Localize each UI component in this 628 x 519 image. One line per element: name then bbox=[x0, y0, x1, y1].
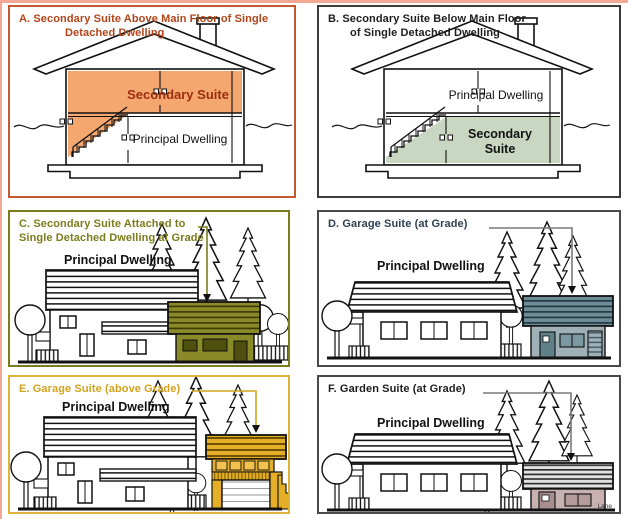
deciduous-tree bbox=[321, 453, 353, 512]
suite-roof bbox=[167, 301, 261, 335]
suite-window bbox=[202, 338, 228, 352]
suite-window bbox=[229, 460, 242, 471]
panel-b-illustration: Principal Dwelling Secondary Suite bbox=[331, 17, 611, 179]
panel-b-title-line2: of Single Detached Dwelling bbox=[350, 27, 500, 40]
principal-dwelling-label: Principal Dwelling bbox=[377, 416, 485, 430]
panel-a-title-line1: A. Secondary Suite Above Main Floor of S… bbox=[19, 13, 269, 25]
door-window bbox=[542, 335, 550, 343]
arrow-icon bbox=[252, 425, 260, 433]
panel-d-title-text: D. Garage Suite (at Grade) bbox=[328, 218, 468, 230]
garage-side bbox=[211, 479, 223, 510]
principal-dwelling-elevation bbox=[346, 281, 518, 359]
suite-window bbox=[243, 460, 256, 471]
panel-c-title: C. Secondary Suite Attached to Single De… bbox=[19, 217, 285, 246]
panel-d-garage-suite-at-grade: D. Garage Suite (at Grade) Principal Dwe… bbox=[317, 210, 621, 367]
leader-line bbox=[483, 392, 572, 453]
garage-suite-above bbox=[205, 434, 288, 510]
hatch-band bbox=[211, 471, 275, 481]
secondary-suite-label-line1: Secondary bbox=[468, 127, 532, 141]
secondary-suite-area bbox=[386, 117, 560, 163]
suite-window bbox=[182, 339, 198, 352]
principal-dwelling-label: Principal Dwelling bbox=[449, 88, 544, 102]
panel-e-garage-suite-above-grade: E. Garage Suite (above Grade) bbox=[8, 375, 290, 514]
principal-dwelling-elevation bbox=[346, 433, 518, 511]
panel-f-title: F. Garden Suite (at Grade) bbox=[328, 382, 616, 396]
garage-slats bbox=[587, 330, 603, 359]
panel-b-title: B. Secondary Suite Below Main Floor of S… bbox=[328, 12, 616, 41]
top-edge-strip bbox=[0, 0, 628, 3]
panel-f-garden-suite-at-grade: F. Garden Suite (at Grade) Principal Dwe… bbox=[317, 375, 621, 514]
principal-dwelling-label: Principal Dwelling bbox=[62, 400, 170, 414]
left-edge-strip bbox=[0, 0, 2, 519]
panel-f-title-text: F. Garden Suite (at Grade) bbox=[328, 383, 466, 395]
panel-c-title-line2: Single Detached Dwelling at Grade bbox=[19, 232, 204, 245]
panel-f-illustration: Principal Dwelling Lane bbox=[321, 380, 615, 512]
lane-label: Lane bbox=[598, 503, 613, 510]
panel-b-title-line1: B. Secondary Suite Below Main Floor bbox=[328, 13, 526, 25]
garage-roof bbox=[522, 295, 614, 327]
leader-line bbox=[192, 390, 257, 425]
attached-suite bbox=[167, 301, 261, 363]
leader-line bbox=[198, 226, 208, 294]
arrow-icon bbox=[568, 286, 576, 294]
garage-door bbox=[221, 479, 271, 510]
panel-e-title: E. Garage Suite (above Grade) bbox=[19, 382, 285, 396]
arrow-icon bbox=[567, 453, 575, 461]
suite-window bbox=[257, 460, 270, 471]
secondary-suite-label: Secondary Suite bbox=[127, 87, 229, 102]
garden-suite bbox=[522, 462, 614, 511]
garage-suite bbox=[522, 295, 614, 359]
principal-dwelling-label: Principal Dwelling bbox=[377, 259, 485, 273]
principal-dwelling-label: Principal Dwelling bbox=[133, 132, 228, 146]
panel-e-title-text: E. Garage Suite (above Grade) bbox=[19, 383, 181, 395]
panel-a-suite-above-main-floor: A. Secondary Suite Above Main Floor of S… bbox=[8, 5, 296, 198]
arrow-icon bbox=[203, 294, 211, 302]
deciduous-tree bbox=[321, 300, 353, 359]
exterior-stairs bbox=[277, 474, 288, 510]
principal-dwelling-label: Principal Dwelling bbox=[64, 253, 172, 267]
suite-window bbox=[215, 460, 228, 471]
leader-line bbox=[489, 227, 573, 286]
suite-door bbox=[233, 340, 248, 363]
secondary-suite-area bbox=[68, 71, 242, 157]
suite-roof bbox=[205, 434, 287, 460]
door-window bbox=[541, 494, 550, 502]
panel-b-suite-below-main-floor: B. Secondary Suite Below Main Floor of S… bbox=[317, 5, 621, 198]
panel-d-title: D. Garage Suite (at Grade) bbox=[328, 217, 616, 231]
panel-a-title: A. Secondary Suite Above Main Floor of S… bbox=[19, 12, 291, 41]
panel-c-title-line1: C. Secondary Suite Attached to bbox=[19, 218, 186, 230]
suite-roof bbox=[522, 462, 614, 490]
panel-c-illustration: Principal Dwelling bbox=[14, 217, 288, 364]
panel-e-illustration: Principal Dwelling bbox=[10, 377, 288, 512]
principal-dwelling-elevation bbox=[33, 416, 197, 510]
panel-a-illustration: Secondary Suite Principal Dwelling bbox=[13, 17, 293, 179]
panel-a-title-line2: Detached Dwelling bbox=[65, 27, 165, 40]
secondary-suite-label-line2: Suite bbox=[485, 142, 516, 156]
panel-d-illustration: Principal Dwelling bbox=[321, 221, 614, 360]
panel-c-suite-attached-at-grade: C. Secondary Suite Attached to Single De… bbox=[8, 210, 290, 367]
